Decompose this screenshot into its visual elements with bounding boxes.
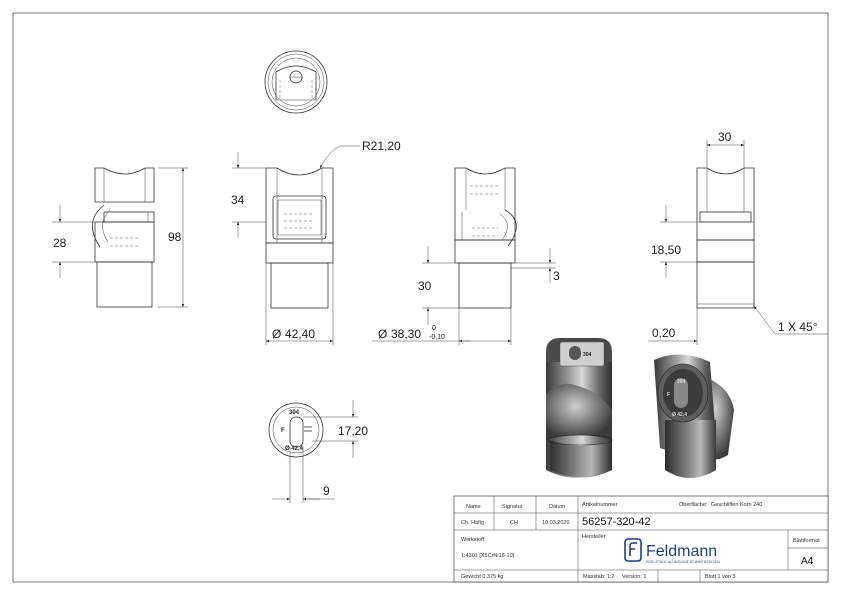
- tb-date-label: Datum: [549, 504, 566, 510]
- right-view: 30 18,50 0,20 1 X 45°: [648, 130, 828, 345]
- dim-chamfer: 1 X 45°: [778, 320, 818, 334]
- tb-version: Version: 1: [622, 574, 646, 580]
- tb-material-label: Werkstoff:: [461, 537, 486, 543]
- dim-side-30: 30: [418, 279, 432, 293]
- dim-height-total: 98: [168, 230, 182, 244]
- dim-bottom-offset: 17,20: [338, 424, 368, 438]
- sheet-border: [12, 12, 829, 583]
- dim-right-width: 30: [718, 130, 732, 144]
- tolerance-upper: 0: [432, 325, 436, 332]
- tb-signature-label: Signatur: [502, 504, 523, 510]
- tb-surface-label: Oberfläche:: [679, 502, 708, 508]
- tb-brand-name: Feldmann: [646, 543, 717, 560]
- diameter-symbol-outer: Ø: [272, 327, 281, 341]
- tb-sheet-format: A4: [801, 556, 814, 567]
- render-2-stamp-material: 304: [677, 379, 686, 385]
- dim-right-gap: 0,20: [652, 326, 676, 340]
- bottom-marking-material: 304: [289, 410, 300, 416]
- dim-diameter-inner: 38,30: [391, 327, 421, 341]
- render-isometric-top: 304: [546, 338, 613, 478]
- tb-surface-value: Geschliffen Korn 240: [711, 502, 762, 508]
- diameter-symbol-inner: Ø: [378, 327, 387, 341]
- tb-article-label: Artikelnummer: [582, 502, 618, 508]
- render-isometric-bottom: 304 F Ø 42,4: [654, 354, 734, 478]
- dim-side-3: 3: [553, 269, 560, 283]
- tolerance-lower: -0,10: [429, 334, 445, 341]
- bottom-marking-diameter: Ø 42,4: [285, 446, 304, 452]
- tb-signature-value: CH: [510, 520, 518, 526]
- dim-bottom-width: 9: [323, 484, 330, 498]
- render-1-stamp: 304: [583, 352, 592, 358]
- tb-brand-tagline: EDELSTAHL ALUMINIUM SCHMIEDEEISEN: [646, 560, 720, 564]
- tb-manufacturer-label: Hersteller: [582, 534, 606, 540]
- side-view: 3 30 Ø 38,30 0 -0,10: [372, 167, 560, 345]
- render-2-stamp-diameter: Ø 42,4: [672, 412, 687, 418]
- tb-article-number: 56257-320-42: [582, 516, 651, 528]
- tb-material-value: 1.4301 [X5CrNi18-10]: [461, 553, 515, 559]
- bottom-marking-letter: F: [281, 428, 285, 434]
- dim-radius: R21,20: [362, 139, 401, 153]
- tb-sheet: Blatt 1 von 3: [705, 574, 736, 580]
- dim-height-lower: 28: [53, 236, 67, 250]
- front-view: R21,20 34 Ø 42,40: [231, 139, 401, 345]
- left-view: 98 28: [52, 167, 188, 308]
- title-block: Name Signatur Datum Ch. Häfig CH 10.03.2…: [453, 495, 829, 583]
- dim-right-height: 18,50: [651, 243, 681, 257]
- tb-name-label: Name: [466, 504, 481, 510]
- bottom-view: 304 F Ø 42,4 17,20 9: [268, 400, 368, 503]
- tb-date-value: 10.03.2020: [542, 520, 570, 526]
- feldmann-logo: Feldmann EDELSTAHL ALUMINIUM SCHMIEDEEIS…: [624, 538, 720, 564]
- tb-sheet-format-label: Blattformat: [793, 538, 820, 544]
- dim-front-34: 34: [231, 193, 245, 207]
- top-view: [264, 50, 328, 114]
- tb-weight: Gewicht 0.375 kg: [461, 574, 504, 580]
- dim-diameter-outer: 42,40: [285, 327, 315, 341]
- tb-name-value: Ch. Häfig: [461, 520, 484, 526]
- render-2-stamp-letter: F: [667, 392, 670, 398]
- tb-scale: Masstab: 1:2: [583, 574, 615, 580]
